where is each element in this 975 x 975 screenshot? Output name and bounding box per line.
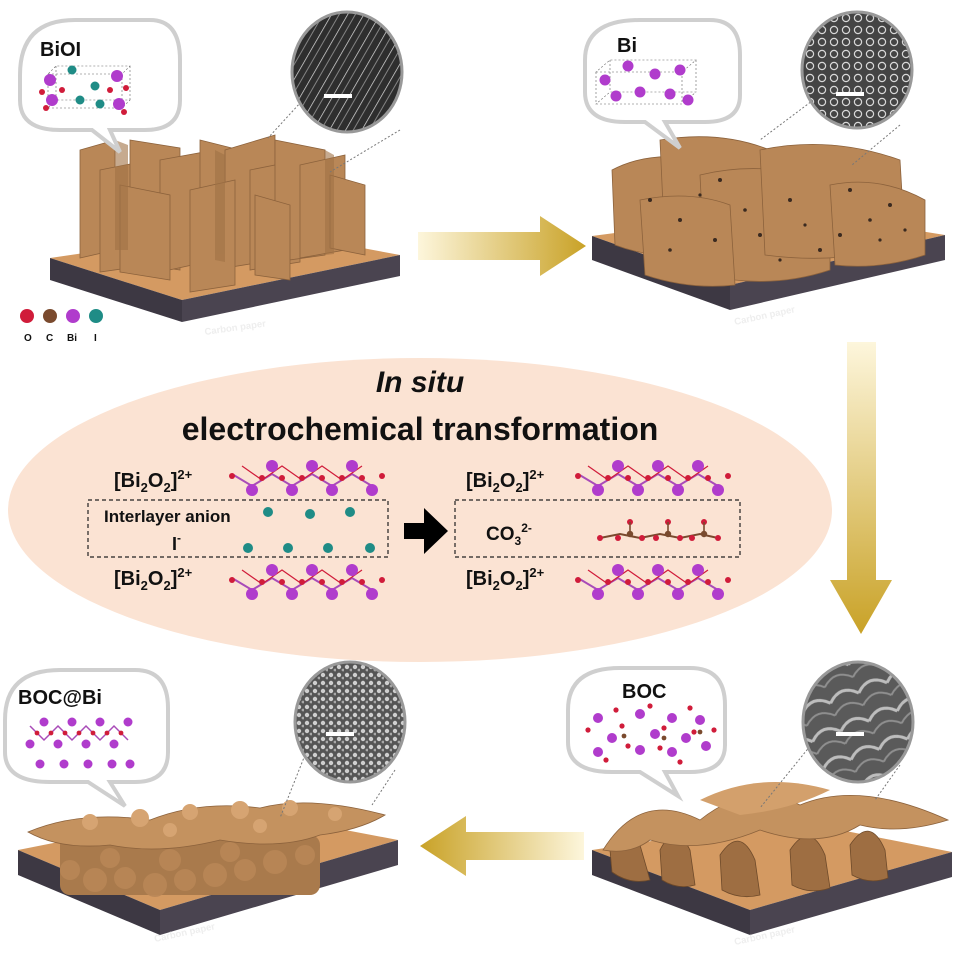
legend-label-bi: Bi — [67, 333, 77, 344]
bi2o2-layer-bottom-right — [575, 564, 731, 600]
layer-formula-bottom-left: [Bi2O2]2+ — [114, 565, 193, 593]
panel-bioi: Carbon paper — [50, 134, 400, 338]
transformation-arrow — [404, 508, 448, 554]
bi2o2-layer-top-left — [229, 460, 385, 496]
interlayer-box-left — [87, 499, 389, 558]
substrate-label-bi: Carbon paper — [733, 304, 796, 328]
bubble-boc: BOC — [566, 666, 727, 802]
title-in-situ: In situ — [376, 366, 464, 399]
arrow-boc-to-bocbi — [420, 816, 584, 876]
center-title: In situ electrochemical transformation — [182, 366, 659, 447]
bubble-title-bioi: BiOI — [40, 39, 81, 61]
bubble-boc-bi: BOC@Bi — [2, 668, 170, 808]
interlayer-box-right — [454, 499, 741, 558]
bi2o2-layer-top-right — [575, 460, 731, 496]
sem-image-bi — [759, 10, 914, 166]
sem-image-boc — [759, 660, 915, 809]
left-layer-labels: [Bi2O2]2+ [Bi2O2]2+ — [114, 467, 193, 593]
carbonate-label: CO32- — [486, 521, 532, 548]
layer-formula-top-right: [Bi2O2]2+ — [466, 467, 545, 495]
arrow-bi-to-boc — [830, 342, 892, 634]
layer-formula-bottom-right: [Bi2O2]2+ — [466, 565, 545, 593]
bubble-title-bi: Bi — [617, 35, 637, 57]
substrate-label-bioi: Carbon paper — [204, 318, 267, 338]
layer-formula-top-left: [Bi2O2]2+ — [114, 467, 193, 495]
legend-label-c: C — [46, 333, 53, 344]
element-legend: O C Bi I — [20, 309, 103, 344]
bubble-bioi: BiOI — [18, 18, 182, 154]
panel-bi: Carbon paper — [592, 136, 945, 328]
right-layer-labels: [Bi2O2]2+ [Bi2O2]2+ — [466, 467, 545, 593]
bubble-title-boc-bi: BOC@Bi — [18, 687, 102, 709]
title-transformation: electrochemical transformation — [182, 411, 659, 447]
iodide-atoms — [243, 507, 375, 553]
arrow-bioi-to-bi — [418, 216, 586, 276]
bubble-title-boc: BOC — [622, 681, 666, 703]
carbonate-chain — [597, 519, 721, 541]
bubble-bi: Bi — [583, 18, 742, 150]
legend-label-o: O — [24, 333, 32, 344]
panel-boc: Carbon paper — [592, 782, 952, 948]
center-ellipse — [8, 358, 832, 662]
interlayer-anion-label: Interlayer anion — [104, 507, 231, 526]
sem-image-boc-bi — [279, 660, 407, 819]
panel-boc-bi: Carbon paper — [18, 800, 398, 945]
iodide-label: I- — [172, 531, 181, 554]
legend-label-i: I — [94, 333, 97, 344]
bi2o2-layer-bottom-left — [229, 564, 385, 600]
sem-image-bioi — [267, 10, 404, 173]
